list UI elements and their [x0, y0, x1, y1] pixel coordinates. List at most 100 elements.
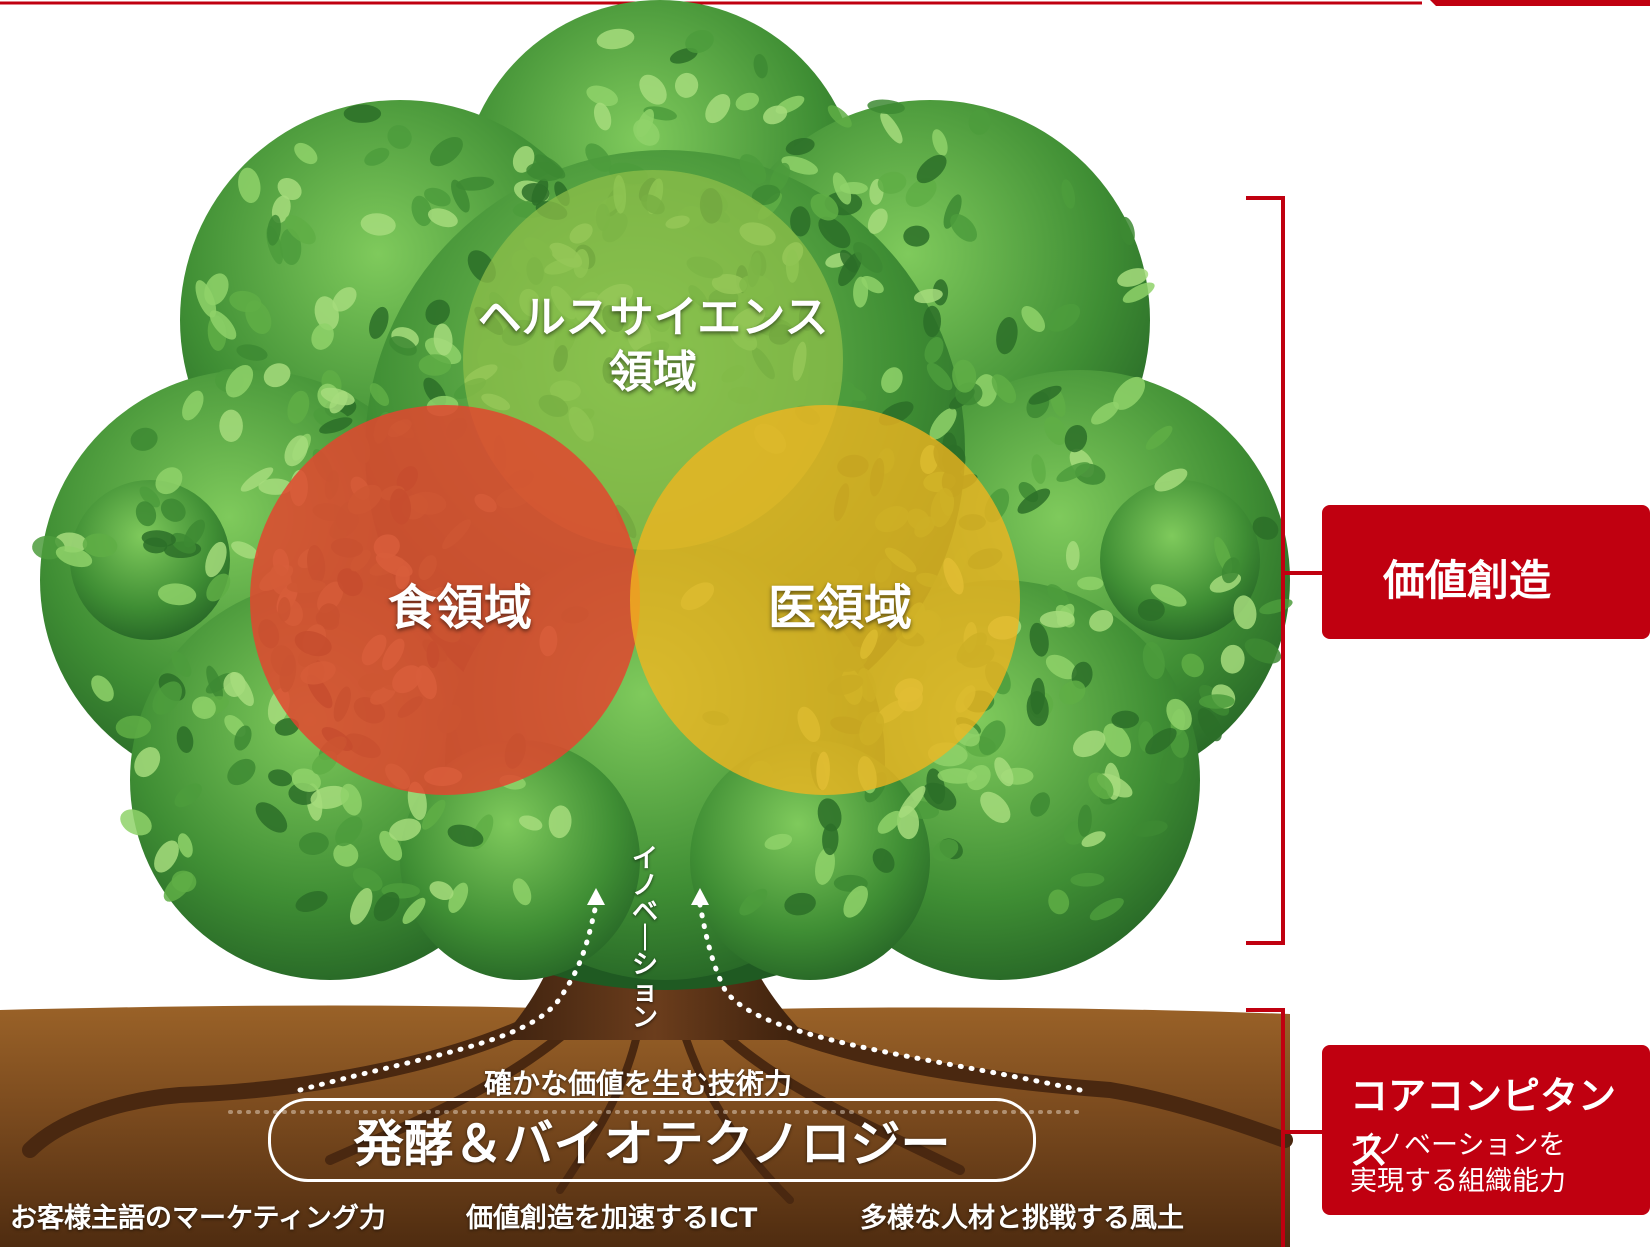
leaf: [1181, 653, 1204, 678]
leaf: [1089, 610, 1114, 632]
arrow-head-left: [587, 888, 605, 905]
leaf: [191, 696, 216, 719]
leaf: [1145, 728, 1177, 755]
leaf: [225, 365, 254, 398]
ground-item-culture: 多様な人材と挑戦する風土: [860, 1203, 1184, 1234]
leaf: [1091, 401, 1119, 425]
leaf: [512, 878, 532, 906]
leaf: [1119, 216, 1135, 246]
leaf: [636, 109, 655, 138]
medical-label: 医領域: [767, 580, 912, 636]
leaf: [379, 830, 403, 861]
leaf: [268, 769, 293, 787]
leaf: [1122, 282, 1155, 303]
leaf: [669, 47, 698, 64]
leaf: [822, 823, 839, 856]
leaf: [843, 885, 868, 918]
leaf: [1142, 641, 1165, 680]
leaf: [1117, 268, 1149, 287]
leaf: [298, 832, 329, 855]
leaf: [176, 726, 194, 753]
leaf: [877, 171, 907, 194]
leaf: [171, 651, 192, 677]
leaf: [134, 747, 161, 778]
leaf: [1089, 898, 1124, 921]
leaf: [1150, 584, 1187, 607]
leaf: [937, 768, 978, 784]
leaf: [236, 344, 268, 361]
leaf: [1145, 425, 1173, 450]
leaf: [1081, 831, 1106, 847]
leaf: [425, 299, 450, 326]
leaf: [978, 720, 1006, 756]
leaf: [263, 363, 291, 388]
food-label: 食領域: [387, 580, 532, 636]
leaf: [160, 498, 186, 522]
leaf: [335, 816, 363, 847]
leaf: [751, 184, 781, 206]
leaf: [287, 390, 310, 424]
leaf: [1244, 638, 1282, 664]
leaf: [360, 213, 396, 236]
health-science-line1: ヘルスサイエンス: [477, 292, 829, 343]
health-science-line2: 領域: [609, 347, 697, 398]
leaf: [277, 177, 302, 201]
leaf: [205, 541, 227, 578]
leaf: [968, 109, 991, 135]
leaf: [753, 54, 768, 79]
leaf: [55, 546, 93, 568]
leaf: [227, 758, 256, 786]
leaf: [1070, 872, 1105, 887]
leaf: [1077, 576, 1104, 591]
ground-item-marketing: お客様主語のマーケティング力: [10, 1203, 386, 1234]
leaf: [781, 156, 819, 175]
leaf: [152, 681, 182, 715]
leaf: [1061, 179, 1076, 209]
leaf: [294, 142, 318, 165]
leaf: [1197, 708, 1222, 742]
leaf: [373, 891, 400, 922]
innovation-glyph: イ: [631, 844, 658, 874]
leaf: [839, 249, 858, 273]
leaf: [429, 881, 454, 901]
leaf: [763, 105, 788, 125]
leaf: [389, 336, 417, 356]
header-corner-tab: [1430, 0, 1650, 6]
leaf: [881, 367, 903, 393]
leaf: [223, 672, 246, 697]
innovation-glyph: ノ: [631, 870, 658, 901]
leaf: [411, 195, 432, 227]
leaf: [926, 362, 953, 391]
leaf: [1059, 680, 1086, 705]
leaf: [389, 818, 422, 841]
innovation-glyph: ョ: [631, 976, 658, 1007]
leaf: [872, 848, 895, 873]
core-competence-box: コアコンピタンス イノベーションを 実現する組織能力: [1322, 1045, 1650, 1215]
leaf: [1064, 424, 1088, 453]
leaf: [274, 718, 299, 736]
food-circle: [250, 405, 640, 795]
leaf: [1030, 677, 1045, 715]
leaf: [240, 467, 274, 492]
leaf: [1029, 622, 1049, 657]
leaf: [980, 791, 1011, 824]
leaf: [1111, 710, 1139, 729]
leaf: [916, 154, 947, 184]
leaf: [1233, 595, 1257, 630]
brackets: [1246, 196, 1322, 1247]
core-tech-title: 発酵＆バイオテクノロジー: [353, 1115, 951, 1173]
leaf: [418, 354, 452, 376]
leaf: [447, 824, 484, 847]
leaf: [433, 323, 453, 356]
leaf: [163, 871, 194, 902]
leaf: [1031, 454, 1046, 484]
leaf: [135, 501, 157, 527]
leaf: [369, 383, 390, 407]
leaf: [451, 179, 470, 213]
leaf: [1045, 654, 1077, 680]
leaf: [861, 275, 884, 294]
leaf: [421, 799, 446, 830]
leaf: [182, 390, 204, 421]
